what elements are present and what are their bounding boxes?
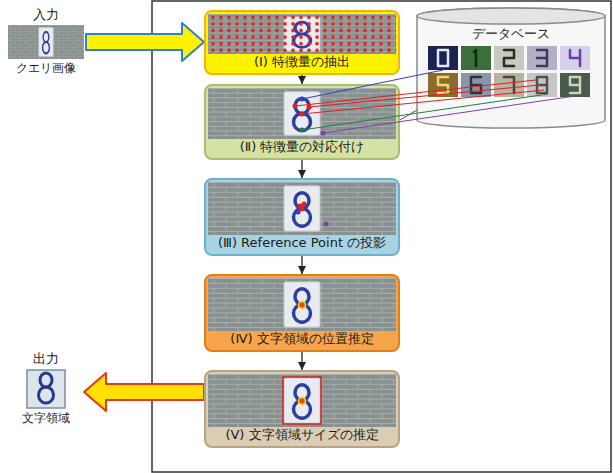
process-box: (Ⅱ) 特徴量の対応付け — [204, 84, 400, 160]
projected-points — [296, 202, 329, 227]
feature-point — [300, 128, 305, 133]
match-line — [302, 94, 548, 130]
match-line — [323, 96, 575, 133]
feature-point — [293, 104, 298, 109]
digit-tile — [428, 46, 458, 70]
flow-arrow — [86, 23, 204, 61]
database-tiles — [428, 46, 590, 97]
digit-glyph — [537, 77, 547, 93]
digit-tile — [527, 46, 557, 70]
feature-grid — [208, 14, 396, 54]
matched-features — [293, 97, 326, 136]
digit-shape — [39, 387, 54, 403]
query-photo — [8, 25, 84, 59]
input-panel: 入力クエリ画像 — [6, 6, 86, 76]
digit-glyph — [438, 77, 448, 93]
estimated-position — [299, 302, 306, 309]
reference-point — [298, 204, 303, 209]
digit-tile — [428, 73, 458, 97]
digit-glyph — [474, 50, 476, 66]
step-label: (Ⅰ) 特徴量の抽出 — [210, 54, 394, 70]
step-label: (Ⅱ) 特徴量の対応付け — [210, 139, 394, 155]
process-frame — [152, 1, 611, 472]
database-cylinder: データベース — [416, 6, 606, 130]
panel-caption: クエリ画像 — [6, 60, 86, 76]
panel-heading: 出力 — [8, 350, 84, 368]
match-line — [302, 90, 544, 114]
flow-arrow — [84, 373, 204, 411]
match-line — [295, 80, 536, 106]
digit-tile — [560, 46, 590, 70]
panel-caption: 文字領域 — [8, 410, 84, 426]
step-photo — [208, 182, 396, 235]
reference-point — [296, 210, 301, 215]
digit-tile — [560, 73, 590, 97]
digit-tile — [527, 73, 557, 97]
feature-point — [307, 105, 312, 110]
step-photo — [208, 88, 396, 139]
database-outline — [416, 6, 606, 130]
connector-line — [301, 75, 302, 84]
connector-line — [301, 352, 302, 370]
reference-point — [300, 207, 305, 212]
connector-line — [400, 110, 417, 120]
feature-point — [321, 131, 326, 136]
digit-tile — [494, 73, 524, 97]
step-label: (Ⅲ) Reference Point の投影 — [210, 235, 394, 251]
step-label: (Ⅳ) 文字領域の位置推定 — [210, 331, 394, 347]
process-box: (Ⅰ) 特徴量の抽出 — [204, 10, 400, 75]
reference-point — [302, 202, 307, 207]
feature-point — [300, 97, 305, 102]
process-box: (Ⅲ) Reference Point の投影 — [204, 178, 400, 256]
digit-glyph — [438, 50, 448, 66]
estimated-region — [283, 377, 321, 424]
process-box: (Ⅳ) 文字領域の位置推定 — [204, 274, 400, 352]
step-photo — [208, 14, 396, 54]
cylinder-top — [417, 8, 605, 24]
digit-glyph — [537, 50, 547, 66]
digit-shape — [40, 373, 52, 387]
process-box: (Ⅴ) 文字領域サイズの推定 — [204, 370, 400, 448]
match-lines — [295, 70, 575, 133]
digit-glyph — [471, 77, 481, 93]
cylinder-body — [417, 8, 605, 128]
step-photo — [208, 278, 396, 331]
match-line — [302, 70, 443, 99]
digit-glyph — [570, 77, 580, 93]
estimated-position — [299, 398, 306, 405]
output-panel: 出力文字領域 — [8, 350, 84, 426]
digit-glyph — [504, 50, 514, 66]
output-crop — [27, 370, 65, 408]
output-photo — [27, 370, 65, 408]
feature-point — [300, 112, 305, 117]
match-line — [309, 85, 540, 107]
digit-glyph — [570, 50, 580, 66]
panel-heading: 入力 — [6, 6, 86, 24]
connector-line — [301, 256, 302, 274]
digit-tile — [494, 46, 524, 70]
digit-tile — [461, 73, 491, 97]
connector-line — [301, 160, 302, 178]
step-photo — [208, 374, 396, 427]
digit-glyph — [504, 77, 514, 93]
digit-tile — [461, 46, 491, 70]
database-label: データベース — [416, 26, 606, 42]
step-label: (Ⅴ) 文字領域サイズの推定 — [210, 427, 394, 443]
reference-point — [324, 222, 329, 227]
